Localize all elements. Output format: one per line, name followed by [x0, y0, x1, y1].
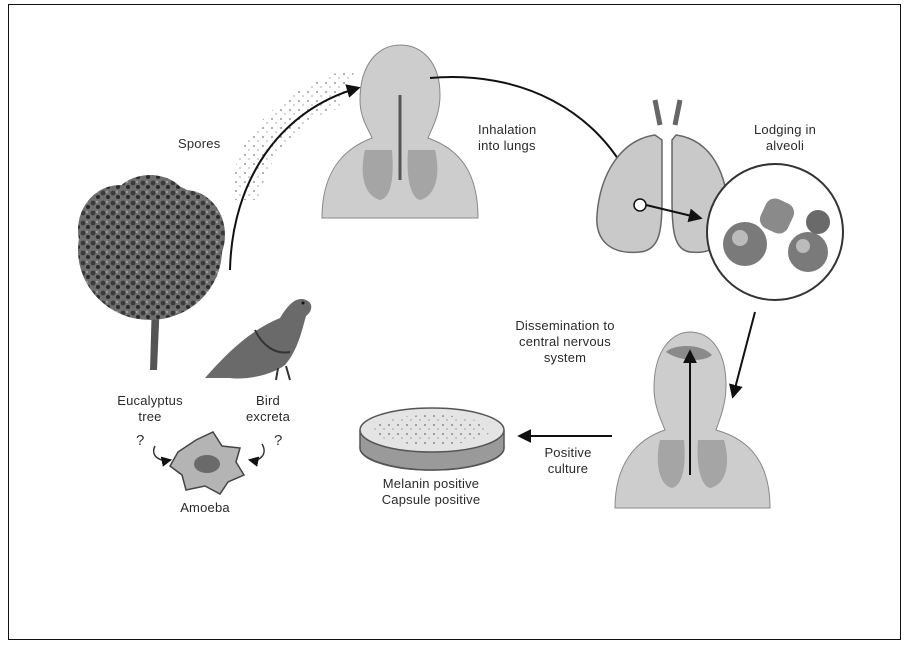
question-mark-right: ? [274, 432, 282, 449]
eucalyptus-tree-illustration [78, 175, 225, 370]
petri-dish-illustration [360, 408, 504, 470]
pigeon-illustration [205, 299, 311, 380]
question-mark-left: ? [136, 432, 144, 449]
label-positive-culture: Positive culture [528, 445, 608, 477]
label-amoeba: Amoeba [160, 500, 250, 516]
label-eucalyptus: Eucalyptus tree [100, 393, 200, 425]
label-bird-excreta: Bird excreta [228, 393, 308, 425]
label-melanin-capsule: Melanin positive Capsule positive [356, 476, 506, 508]
label-inhalation: Inhalation into lungs [478, 122, 536, 154]
label-spores: Spores [178, 136, 220, 152]
label-lodging: Lodging in alveoli [735, 122, 835, 154]
human-bottom-illustration [615, 332, 770, 508]
label-dissemination: Dissemination to central nervous system [500, 318, 630, 366]
alveoli-circle-illustration [707, 164, 843, 300]
